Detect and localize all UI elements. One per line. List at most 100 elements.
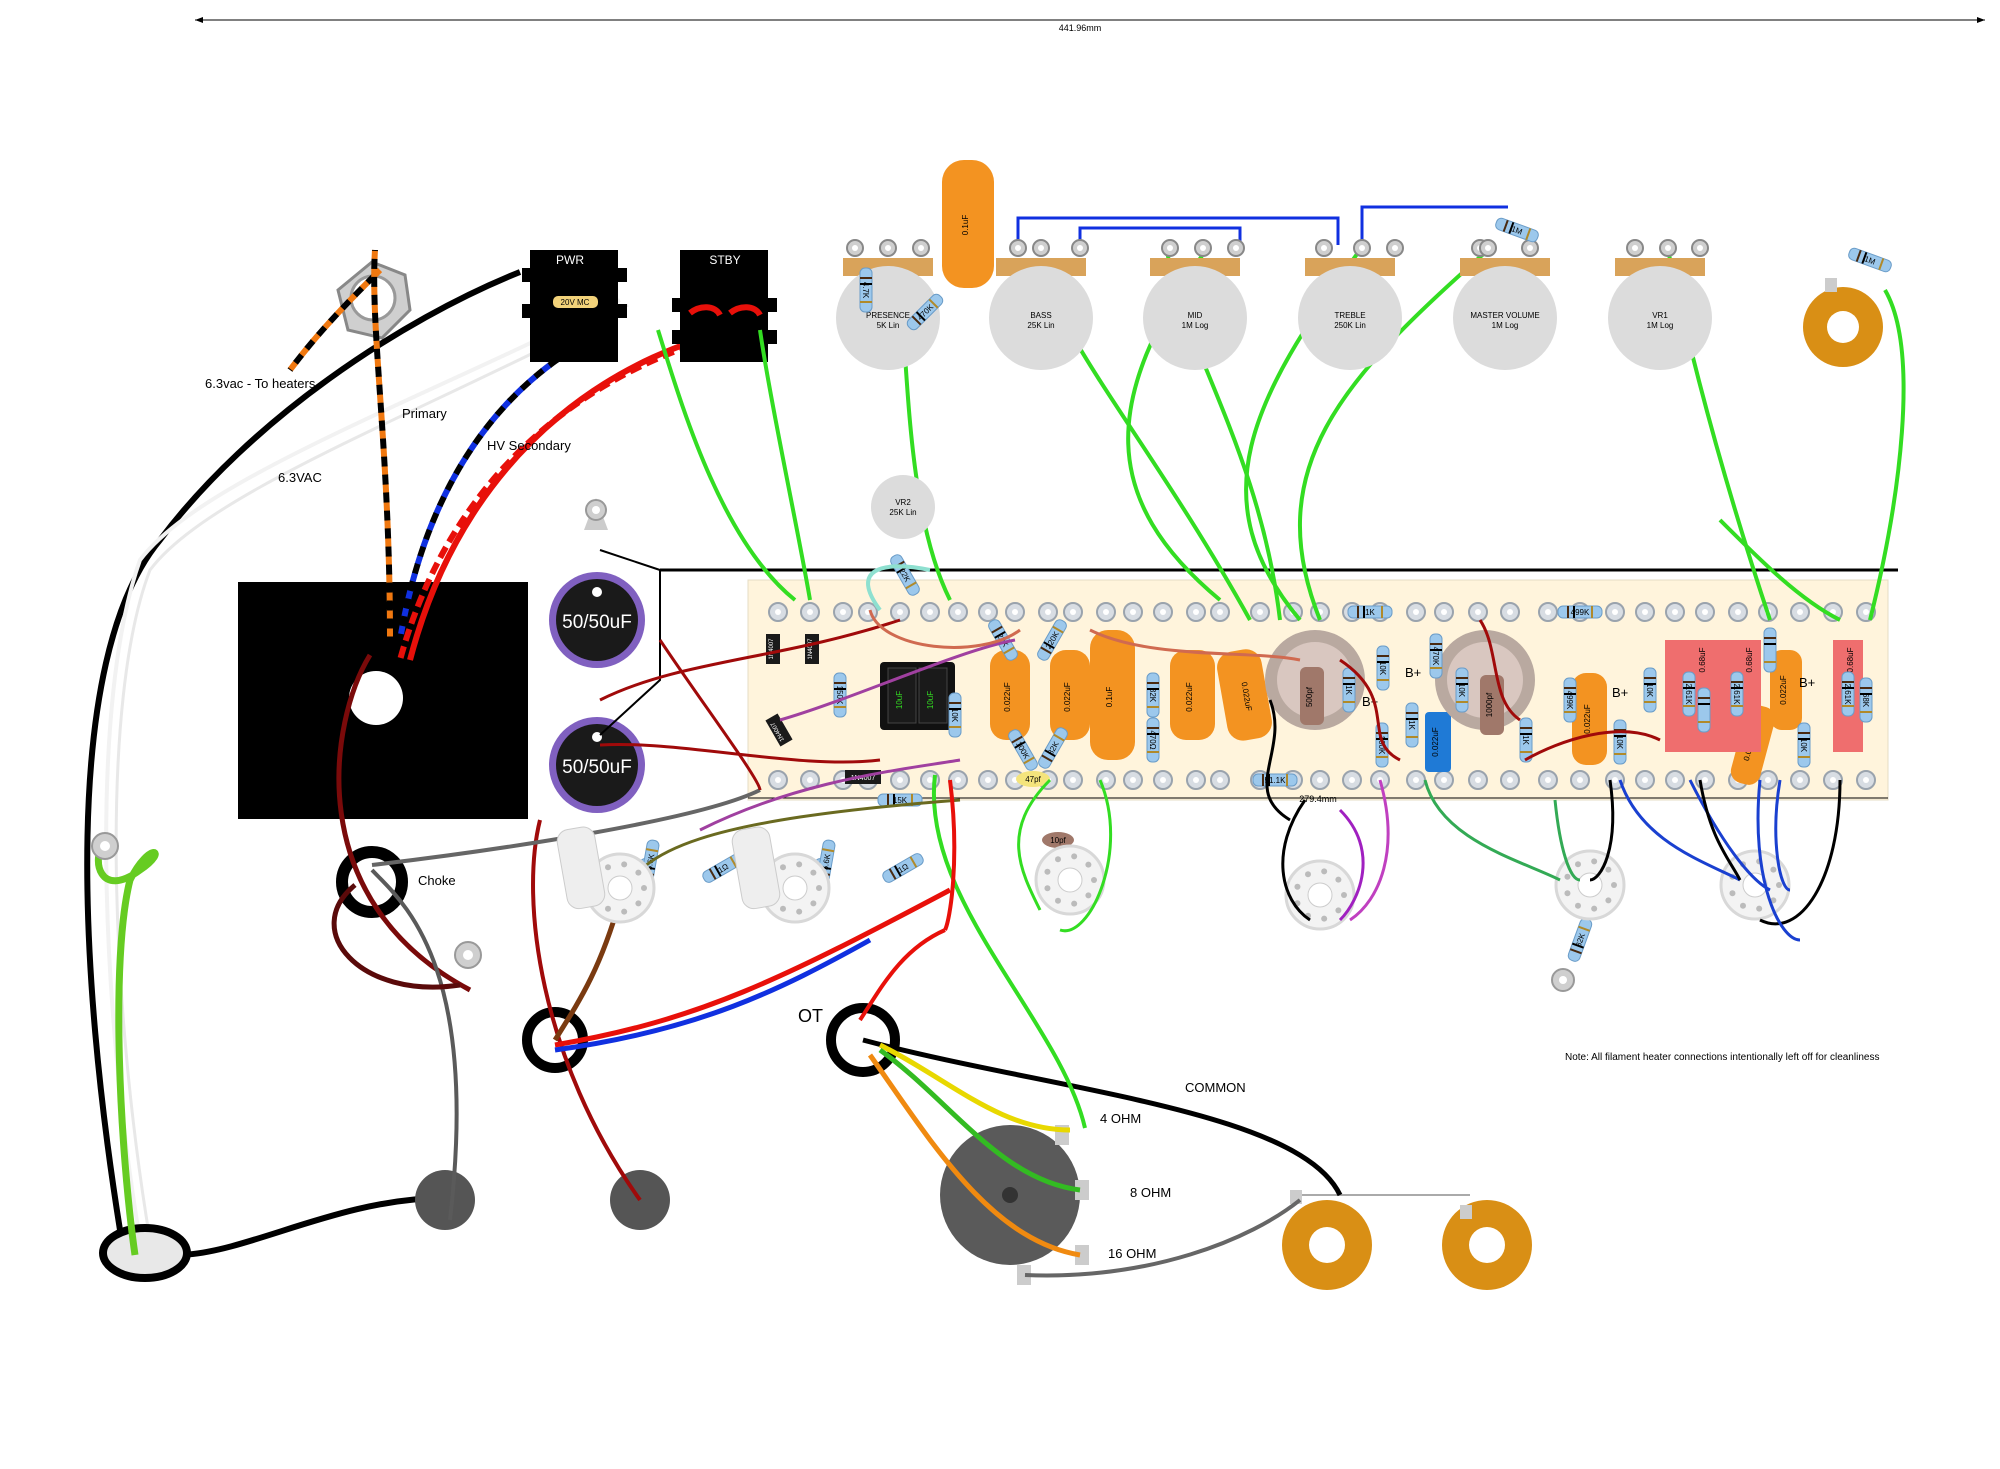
bypass-cap-2-label: 10uF: [926, 691, 935, 709]
note-text: Note: All filament heater connections in…: [1565, 1052, 1879, 1063]
turret-bottom: [768, 770, 788, 790]
pot-lug: [1194, 239, 1212, 257]
resistor-1k: 1K: [1519, 717, 1533, 763]
resistor-499k: 499K: [1563, 677, 1577, 723]
power-switch-label: PWR: [556, 253, 584, 267]
turret-top: [920, 602, 940, 622]
resistor-10k: 10K: [1613, 719, 1627, 765]
standby-switch[interactable]: STBY: [672, 250, 777, 362]
resistor-470k: 470K: [1429, 633, 1443, 679]
diode-4-label: 1N4007: [851, 775, 876, 782]
choke-label: Choke: [418, 873, 456, 888]
resistor-1o: 1Ω: [702, 853, 744, 883]
ohm8-label: 8 OHM: [1130, 1185, 1171, 1200]
wire-white-left: [104, 298, 621, 1241]
vr2-pot[interactable]: VR2 25K Lin: [871, 475, 935, 539]
resistor-1k: 1K: [1342, 667, 1356, 713]
resistor-1k: 1K: [1347, 605, 1393, 619]
input-jack[interactable]: [1803, 278, 1883, 367]
filter-cap-1: 50/50uF: [549, 572, 645, 668]
pot-value: 1M Log: [1492, 321, 1519, 330]
ohm4-label: 4 OHM: [1100, 1111, 1141, 1126]
resistor-82k: 82K: [1038, 727, 1068, 769]
cap-c8-label: 0.022uF: [1431, 727, 1440, 756]
cap-47pf-a: 47pf: [1016, 771, 1050, 787]
filter-cap-2: 50/50uF: [549, 717, 645, 813]
resistor-label: 51.1K: [1265, 776, 1287, 785]
cap-c7-label: 0.022uF: [1779, 675, 1788, 704]
resistor-label: 82K: [1148, 688, 1157, 703]
turret-bottom: [948, 770, 968, 790]
primary-label: Primary: [402, 406, 447, 421]
turret-top: [1250, 602, 1270, 622]
speaker-jack-2[interactable]: [1442, 1200, 1532, 1290]
turret-top: [1063, 602, 1083, 622]
turret-top: [1434, 602, 1454, 622]
cap-c8: 0.022uF: [1425, 712, 1451, 772]
turret-bottom: [1310, 770, 1330, 790]
wire-black-6vac: [84, 269, 522, 1258]
speaker-jack-1[interactable]: [1282, 1190, 1372, 1290]
bplus-3: B+: [1612, 685, 1628, 700]
turret-top: [948, 602, 968, 622]
pot-lug: [1009, 239, 1027, 257]
turret-bottom: [1468, 770, 1488, 790]
turret-bottom: [1186, 770, 1206, 790]
cap-c2: 0.022uF: [1050, 650, 1090, 740]
resistor-label: 10K: [950, 708, 959, 723]
resistor-label: 1K: [1407, 720, 1416, 730]
diode-2-label: 1N4007: [808, 638, 814, 660]
tube-socket: [1719, 849, 1791, 921]
turret-top: [800, 602, 820, 622]
resistor-label: 470K: [1431, 647, 1440, 666]
resistor-label: 150K: [835, 686, 844, 705]
power-tube-ceramic: [556, 826, 606, 910]
impedance-selector[interactable]: 4 OHM 8 OHM 16 OHM COMMON: [940, 1080, 1246, 1285]
resistor-label: 10K: [1799, 738, 1808, 753]
turret-top: [1635, 602, 1655, 622]
vr2-name: VR2: [895, 498, 911, 507]
power-switch[interactable]: PWR 20V MC: [522, 250, 627, 362]
dimension-line-top: 441.96mm: [195, 17, 1985, 33]
pot-lug: [1521, 239, 1539, 257]
resistor-label: 499K: [1571, 608, 1590, 617]
pot-value: 1M Log: [1182, 321, 1209, 330]
turret-top: [1500, 602, 1520, 622]
resistor-label: 1M: [1863, 254, 1877, 266]
6vac-label: 6.3VAC: [278, 470, 322, 485]
turret-bottom: [1538, 770, 1558, 790]
turret-bottom: [1500, 770, 1520, 790]
cap-c1-label: 0.022uF: [1003, 682, 1012, 711]
resistor-1k: 1K: [1405, 702, 1419, 748]
turret-top: [1790, 602, 1810, 622]
cap-500pf-label: 500pf: [1305, 686, 1314, 707]
turret-top: [1310, 602, 1330, 622]
cap-c6-label: 0.022uF: [1583, 704, 1592, 733]
pot-lug: [1479, 239, 1497, 257]
filter-cap-1-label: 50/50uF: [562, 612, 632, 633]
turret-bottom: [1570, 770, 1590, 790]
pot-name: MID: [1188, 311, 1203, 320]
dimension-width-label: 441.96mm: [1059, 23, 1102, 33]
pot-lug: [912, 239, 930, 257]
resistor-10k: 10K: [948, 692, 962, 738]
ot-connector: OT: [798, 1003, 900, 1077]
standby-switch-label: STBY: [709, 253, 740, 267]
power-fuse-label: 20V MC: [561, 298, 590, 307]
vr2-value: 25K Lin: [889, 508, 916, 517]
presence-cap-label: 0.1uF: [961, 215, 970, 236]
cap-1000pf: 1000pf: [1480, 675, 1504, 735]
ohm16-label: 16 OHM: [1108, 1246, 1156, 1261]
resistor-label: 10K: [1615, 735, 1624, 750]
filter-cap-2-label: 50/50uF: [562, 757, 632, 778]
resistor-label: 1K: [1365, 608, 1375, 617]
resistor-110k: [1763, 627, 1777, 673]
resistor-label: 499K: [1565, 691, 1574, 710]
turret-top: [1605, 602, 1625, 622]
